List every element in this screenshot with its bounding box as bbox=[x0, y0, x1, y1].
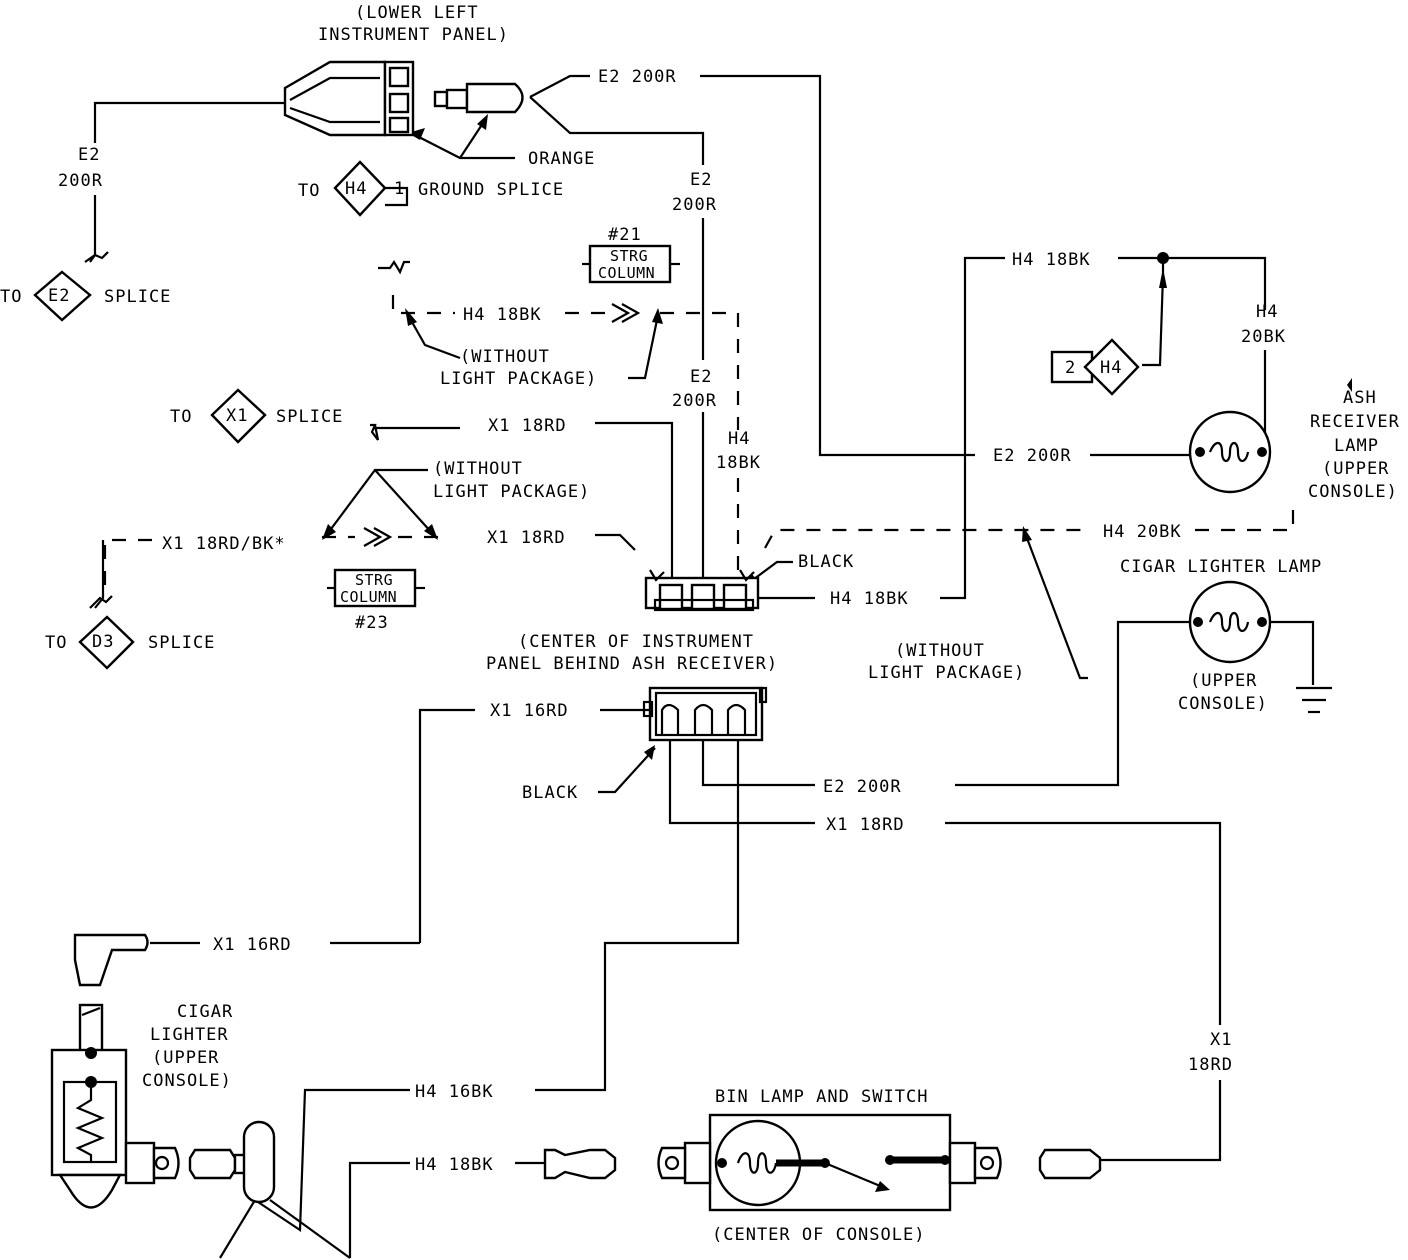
splice-d3-diamond bbox=[78, 615, 135, 670]
splice-h4-right bbox=[1050, 338, 1140, 396]
to-label: TO bbox=[0, 287, 22, 307]
splice-label: SPLICE bbox=[104, 287, 171, 307]
ground-splice-label: GROUND SPLICE bbox=[418, 180, 564, 200]
ash-receiver-label: RECEIVER bbox=[1310, 412, 1400, 432]
wire-label: H4 20BK bbox=[1103, 522, 1182, 542]
ash-receiver-label: CONSOLE) bbox=[1308, 482, 1398, 502]
location-center-panel-2: PANEL BEHIND ASH RECEIVER) bbox=[486, 654, 778, 674]
wire-label: H4 18BK bbox=[1012, 250, 1091, 270]
wire-label: H4 18BK bbox=[415, 1155, 494, 1175]
ash-receiver-label: LAMP bbox=[1334, 436, 1379, 456]
upper-console-label: (UPPER bbox=[1190, 671, 1257, 691]
splice-x1-diamond bbox=[210, 388, 267, 444]
wire-label: X1 16RD bbox=[213, 935, 292, 955]
ash-receiver-label: ASH bbox=[1343, 388, 1377, 408]
strg-23-num: #23 bbox=[355, 613, 389, 633]
splice-d3-text: D3 bbox=[92, 632, 114, 652]
splice-h4-num: 1 bbox=[394, 179, 405, 199]
wire-label: H4 16BK bbox=[415, 1082, 494, 1102]
wires bbox=[89, 74, 1315, 1259]
center-connector-2 bbox=[642, 686, 768, 742]
splice-e2-text: E2 bbox=[48, 286, 70, 306]
plug-connectors bbox=[73, 933, 1102, 1204]
bin-lamp-label: BIN LAMP AND SWITCH bbox=[715, 1087, 928, 1107]
wire-label: 200R bbox=[672, 391, 717, 411]
splice-h4-right-num: 2 bbox=[1065, 358, 1076, 378]
to-label: TO bbox=[45, 633, 67, 653]
splice-h4-text: H4 bbox=[345, 179, 367, 199]
splice-h4-right-text: H4 bbox=[1100, 358, 1122, 378]
cigar-lighter-lamp bbox=[1188, 580, 1272, 664]
without-label: (WITHOUT bbox=[460, 347, 550, 367]
wire-label: E2 200R bbox=[823, 777, 902, 797]
labels: (LOWER LEFT INSTRUMENT PANEL) E2 200R E2… bbox=[0, 3, 1400, 1245]
black-label: BLACK bbox=[522, 783, 578, 803]
splice-x1-text: X1 bbox=[226, 406, 248, 426]
wire-label: X1 bbox=[1210, 1030, 1232, 1050]
wire-label: E2 bbox=[690, 367, 712, 387]
wire-label: E2 200R bbox=[598, 67, 677, 87]
pointer-arrows bbox=[322, 114, 1088, 760]
break-marks bbox=[84, 251, 410, 609]
splice-label: SPLICE bbox=[148, 633, 215, 653]
cigar-lighter-label: CIGAR bbox=[177, 1002, 233, 1022]
without-label: (WITHOUT bbox=[895, 641, 985, 661]
cigar-lighter-icon bbox=[50, 1003, 180, 1209]
wire-label: X1 18RD bbox=[487, 528, 566, 548]
splice-label: SPLICE bbox=[276, 407, 343, 427]
strg-23-column: COLUMN bbox=[340, 588, 397, 606]
wire-label: 18BK bbox=[716, 453, 761, 473]
wire-label: 20BK bbox=[1241, 327, 1286, 347]
to-label: TO bbox=[170, 407, 192, 427]
location-lower-left-1: (LOWER LEFT bbox=[355, 3, 479, 23]
wire-label: 200R bbox=[672, 195, 717, 215]
cigar-lighter-label: (UPPER bbox=[152, 1048, 219, 1068]
light-package-label: LIGHT PACKAGE) bbox=[440, 369, 597, 389]
light-package-label: LIGHT PACKAGE) bbox=[868, 663, 1025, 683]
wire-label: E2 200R bbox=[993, 446, 1072, 466]
ground-icon bbox=[1296, 686, 1332, 714]
wire-label: X1 18RD bbox=[488, 416, 567, 436]
ash-receiver-label: (UPPER bbox=[1322, 459, 1389, 479]
strg-21-num: #21 bbox=[608, 225, 642, 245]
wire-label: X1 18RD bbox=[826, 815, 905, 835]
cigar-lighter-label: CONSOLE) bbox=[142, 1071, 232, 1091]
to-label: TO bbox=[298, 181, 320, 201]
cigar-lamp-label: CIGAR LIGHTER LAMP bbox=[1120, 557, 1322, 577]
strg-21-strg: STRG bbox=[610, 247, 648, 265]
wire-label: E2 bbox=[78, 145, 100, 165]
chevron-icons bbox=[363, 303, 641, 547]
wire-label: X1 16RD bbox=[490, 701, 569, 721]
strg-21-column: COLUMN bbox=[598, 264, 655, 282]
black-label: BLACK bbox=[798, 552, 854, 572]
without-label: (WITHOUT bbox=[433, 459, 523, 479]
ash-receiver-lamp bbox=[1188, 410, 1272, 494]
light-package-label: LIGHT PACKAGE) bbox=[433, 482, 590, 502]
wire-label: 200R bbox=[58, 171, 103, 191]
splice-e2-diamond bbox=[33, 270, 92, 322]
upper-console-label: CONSOLE) bbox=[1178, 694, 1268, 714]
strg-23-strg: STRG bbox=[355, 571, 393, 589]
strg-column-21 bbox=[582, 244, 680, 284]
orange-label: ORANGE bbox=[528, 149, 595, 169]
wire-label: H4 bbox=[728, 429, 750, 449]
instrument-panel-connector bbox=[283, 60, 524, 137]
dashed-wires bbox=[103, 295, 1295, 585]
location-center-console: (CENTER OF CONSOLE) bbox=[712, 1225, 925, 1245]
wire-label: H4 bbox=[1256, 302, 1278, 322]
strg-column-23 bbox=[327, 568, 425, 608]
center-connector-1 bbox=[644, 569, 760, 612]
location-center-panel-1: (CENTER OF INSTRUMENT bbox=[518, 632, 754, 652]
wire-label: E2 bbox=[690, 170, 712, 190]
location-lower-left-2: INSTRUMENT PANEL) bbox=[318, 25, 509, 45]
bin-lamp-switch bbox=[657, 1113, 1002, 1212]
wire-label: H4 18BK bbox=[830, 589, 909, 609]
wire-label: X1 18RD/BK* bbox=[162, 534, 286, 554]
splice-h4-diamond bbox=[333, 160, 387, 217]
wire-label: 18RD bbox=[1188, 1055, 1233, 1075]
cigar-lighter-label: LIGHTER bbox=[150, 1025, 229, 1045]
wire-label: H4 18BK bbox=[463, 305, 542, 325]
